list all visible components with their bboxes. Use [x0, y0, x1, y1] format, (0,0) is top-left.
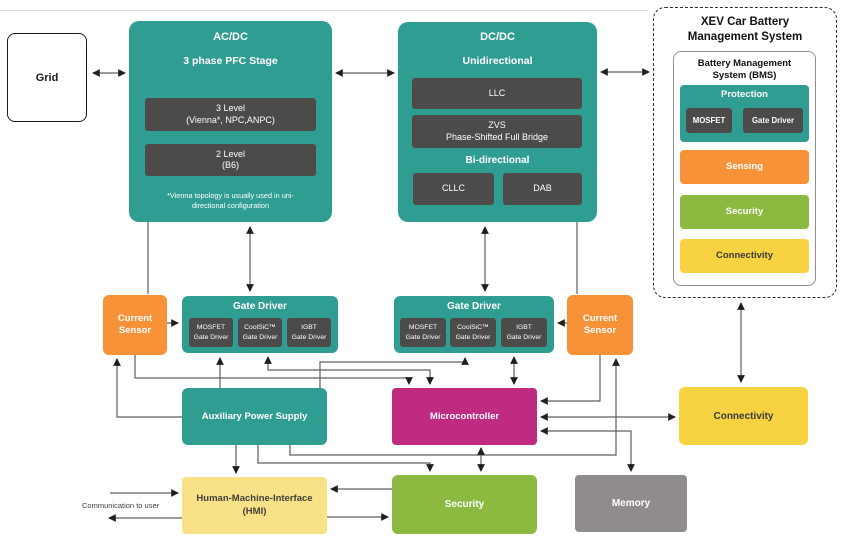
gate-driver-right-block: Gate Driver MOSFET Gate Driver CoolSiC™ …	[394, 296, 554, 353]
dcdc-option-cllc: CLLC	[413, 173, 494, 205]
current-sensor-right: Current Sensor	[567, 295, 633, 355]
gd-right-coolsic-line2: Gate Driver	[455, 333, 491, 341]
memory: Memory	[575, 475, 687, 532]
aux-power-supply: Auxiliary Power Supply	[182, 388, 327, 445]
acdc-3level-line1: 3 Level	[215, 103, 246, 114]
acdc-footnote-line1: *Vienna topology is usually used in uni-	[167, 191, 294, 200]
hmi-line1: Human-Machine-Interface	[196, 492, 313, 504]
xev-title-line1: XEV Car Battery	[700, 16, 790, 28]
microcontroller: Microcontroller	[392, 388, 537, 445]
dcdc-option-llc: LLC	[412, 78, 582, 109]
acdc-option-2level: 2 Level (B6)	[145, 144, 316, 176]
dcdc-bidirectional-label: Bi-directional	[465, 155, 530, 166]
grid-block: Grid	[7, 33, 87, 122]
acdc-footnote: *Vienna topology is usually used in uni-…	[137, 191, 324, 211]
bms-mosfet-chip: MOSFET	[686, 108, 732, 133]
dcdc-unidirectional-label: Unidirectional	[462, 55, 533, 67]
gd-right-igbt-line2: Gate Driver	[506, 333, 542, 341]
gd-right-mosfet-line1: MOSFET	[408, 324, 438, 332]
bms-title-line2: System (BMS)	[712, 69, 777, 81]
gate-driver-left-igbt: IGBT Gate Driver	[287, 318, 331, 347]
gd-right-igbt-line1: IGBT	[516, 324, 532, 332]
acdc-block: AC/DC 3 phase PFC Stage 3 Level (Vienna*…	[129, 21, 332, 222]
gd-right-mosfet-line2: Gate Driver	[405, 333, 441, 341]
acdc-2level-line2: (B6)	[221, 160, 239, 170]
gd-left-mosfet-line2: Gate Driver	[193, 333, 229, 341]
hmi-block: Human-Machine-Interface (HMI)	[182, 477, 327, 534]
gd-left-mosfet-line1: MOSFET	[196, 324, 226, 332]
bms-connectivity-row: Connectivity	[680, 239, 809, 273]
gate-driver-left-title: Gate Driver	[233, 301, 287, 312]
xev-title: XEV Car Battery Management System	[654, 15, 836, 45]
bms-gate-driver-chip: Gate Driver	[743, 108, 803, 133]
dcdc-option-zvs: ZVS Phase-Shifted Full Bridge	[412, 115, 582, 148]
acdc-title: AC/DC	[213, 31, 248, 43]
bms-title: Battery Management System (BMS)	[674, 58, 815, 82]
bms-title-line1: Battery Management	[697, 58, 792, 69]
gd-left-igbt-line2: Gate Driver	[291, 333, 327, 341]
acdc-option-3level: 3 Level (Vienna*, NPC,ANPC)	[145, 98, 316, 131]
current-sensor-right-line2: Sensor	[583, 325, 617, 336]
gate-driver-right-coolsic: CoolSiC™ Gate Driver	[450, 318, 496, 347]
acdc-2level-line1: 2 Level	[215, 148, 246, 159]
gd-right-coolsic-line1: CoolSiC™	[457, 324, 489, 332]
bms-inner-block: Battery Management System (BMS) Protecti…	[673, 51, 816, 286]
bms-protection-block: Protection MOSFET Gate Driver	[680, 85, 809, 142]
dcdc-zvs-line2: Phase-Shifted Full Bridge	[445, 131, 549, 142]
acdc-footnote-line2: directional configuration	[191, 201, 270, 211]
communication-to-user-note: Communication to user	[82, 501, 160, 510]
bms-security-row: Security	[680, 195, 809, 229]
bms-sensing-row: Sensing	[680, 150, 809, 184]
connectivity: Connectivity	[679, 387, 808, 445]
current-sensor-right-line1: Current	[582, 313, 618, 325]
acdc-3level-line2: (Vienna*, NPC,ANPC)	[186, 114, 275, 125]
dcdc-zvs-line1: ZVS	[488, 120, 506, 131]
gate-driver-right-title: Gate Driver	[447, 301, 501, 312]
gate-driver-right-mosfet: MOSFET Gate Driver	[400, 318, 446, 347]
current-sensor-left-line1: Current	[117, 313, 153, 325]
gate-driver-left-block: Gate Driver MOSFET Gate Driver CoolSiC™ …	[182, 296, 338, 353]
grid-label: Grid	[35, 71, 59, 84]
dcdc-block: DC/DC Unidirectional LLC ZVS Phase-Shift…	[398, 22, 597, 222]
xev-title-line2: Management System	[687, 30, 803, 43]
bms-protection-title: Protection	[721, 89, 768, 100]
current-sensor-left-line2: Sensor	[118, 325, 152, 336]
gd-left-igbt-line1: IGBT	[301, 324, 317, 332]
top-divider	[0, 10, 648, 11]
xev-bms-block: XEV Car Battery Management System Batter…	[653, 7, 837, 298]
gd-left-coolsic-line2: Gate Driver	[242, 333, 278, 341]
dcdc-option-dab: DAB	[503, 173, 582, 205]
gd-left-coolsic-line1: CoolSiC™	[244, 324, 276, 332]
gate-driver-left-coolsic: CoolSiC™ Gate Driver	[238, 318, 282, 347]
acdc-subtitle: 3 phase PFC Stage	[183, 55, 278, 67]
current-sensor-left: Current Sensor	[103, 295, 167, 355]
dcdc-title: DC/DC	[480, 31, 515, 43]
hmi-line2: (HMI)	[242, 505, 267, 517]
gate-driver-left-mosfet: MOSFET Gate Driver	[189, 318, 233, 347]
security: Security	[392, 475, 537, 534]
gate-driver-right-igbt: IGBT Gate Driver	[501, 318, 547, 347]
